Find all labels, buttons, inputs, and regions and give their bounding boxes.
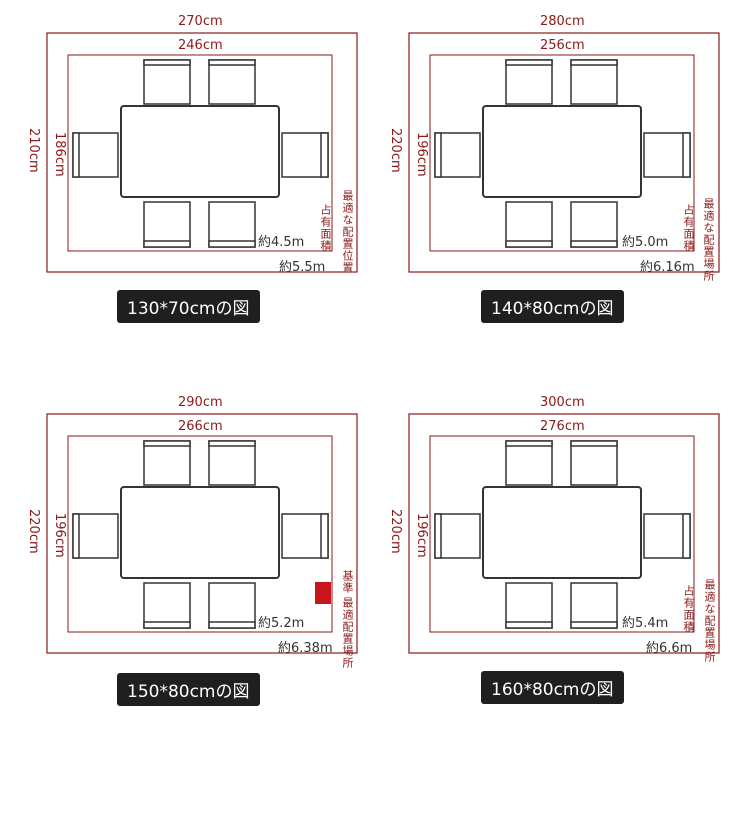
inner-area-label: 約5.4m xyxy=(622,616,669,631)
floor-plan-diagram xyxy=(46,413,358,654)
inner-width-label: 266cm xyxy=(178,419,223,434)
size-caption: 150*80cmの図 xyxy=(117,673,260,706)
outer-area-label: 約5.5m xyxy=(279,260,326,275)
inner-area-label: 約5.0m xyxy=(622,235,669,250)
outer-height-label: 220cm xyxy=(388,509,403,554)
outer-area-label: 約6.6m xyxy=(646,641,693,656)
optimal-placement-vertical-label: 最適配置場所 xyxy=(341,597,354,669)
inner-width-label: 256cm xyxy=(540,38,585,53)
optimal-placement-vertical-label: 最適な配置場所 xyxy=(703,579,716,663)
outer-width-label: 300cm xyxy=(540,395,585,410)
size-caption: 160*80cmの図 xyxy=(481,671,624,704)
size-caption: 140*80cmの図 xyxy=(481,290,624,323)
red-stamp-badge xyxy=(315,582,331,604)
occupied-area-vertical-label: 占有面積 xyxy=(319,204,332,252)
inner-area-label: 約5.2m xyxy=(258,616,305,631)
optimal-placement-vertical-label: 最適な配置場所 xyxy=(702,198,715,282)
inner-width-label: 276cm xyxy=(540,419,585,434)
inner-height-label: 196cm xyxy=(52,513,67,558)
outer-height-label: 210cm xyxy=(26,128,41,173)
occupied-area-vertical-label: 占有面積 xyxy=(682,204,695,252)
inner-height-label: 196cm xyxy=(414,132,429,177)
layout-panel-130x70: 270cm 246cm 210cm 186cm 約4.5m 約5.5m 占有面積… xyxy=(0,0,375,380)
outer-width-label: 280cm xyxy=(540,14,585,29)
outer-height-label: 220cm xyxy=(26,509,41,554)
outer-area-label: 約6.38m xyxy=(278,641,333,656)
layout-panel-150x80: 290cm 266cm 220cm 196cm 約5.2m 約6.38m 基準 … xyxy=(0,381,375,761)
occupied-area-vertical-label: 占有面積 xyxy=(682,585,695,633)
outer-area-label: 約6.16m xyxy=(640,260,695,275)
optimal-placement-vertical-label: 最適な配置位置 xyxy=(341,190,354,274)
standard-vertical-label: 基準 xyxy=(341,570,354,594)
layout-panel-140x80: 280cm 256cm 220cm 196cm 約5.0m 約6.16m 占有面… xyxy=(362,0,737,380)
size-caption: 130*70cmの図 xyxy=(117,290,260,323)
outer-width-label: 290cm xyxy=(178,395,223,410)
inner-width-label: 246cm xyxy=(178,38,223,53)
inner-height-label: 196cm xyxy=(414,513,429,558)
inner-height-label: 186cm xyxy=(52,132,67,177)
floor-plan-diagram xyxy=(46,32,358,273)
inner-area-label: 約4.5m xyxy=(258,235,305,250)
outer-height-label: 220cm xyxy=(388,128,403,173)
layout-panel-160x80: 300cm 276cm 220cm 196cm 約5.4m 約6.6m 占有面積… xyxy=(362,381,737,761)
floor-plan-diagram xyxy=(408,32,720,273)
floor-plan-diagram xyxy=(408,413,720,654)
outer-width-label: 270cm xyxy=(178,14,223,29)
